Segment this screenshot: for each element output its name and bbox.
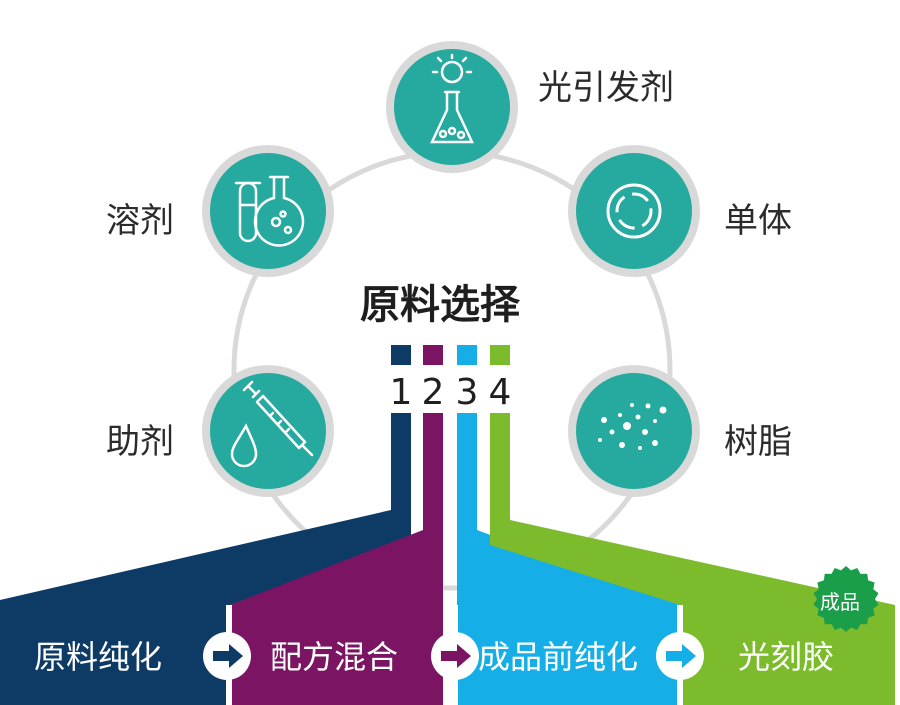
arrow-icon-1 bbox=[203, 632, 251, 680]
stream-4 bbox=[490, 345, 895, 705]
material-label-additive: 助剂 bbox=[106, 422, 174, 462]
material-label-resin: 树脂 bbox=[724, 422, 792, 462]
stage-label-purification: 原料纯化 bbox=[34, 638, 163, 676]
number-gap bbox=[380, 365, 520, 413]
stream-1 bbox=[0, 345, 411, 705]
node-additive bbox=[202, 365, 334, 497]
material-label-photoinitiator: 光引发剂 bbox=[538, 68, 674, 108]
diagram-title: 原料选择 bbox=[360, 282, 520, 328]
stream-2 bbox=[230, 345, 443, 705]
stage-label-mixing: 配方混合 bbox=[270, 638, 399, 676]
test-tube-flask-icon bbox=[234, 175, 305, 247]
stage-label-final-purification: 成品前纯化 bbox=[478, 638, 639, 676]
number-3: 3 bbox=[455, 372, 479, 413]
stream-3 bbox=[457, 345, 680, 705]
number-bar-4 bbox=[490, 345, 510, 365]
particles-icon bbox=[598, 403, 667, 450]
number-2: 2 bbox=[421, 372, 445, 413]
syringe-drop-icon bbox=[230, 380, 314, 468]
node-resin bbox=[568, 365, 700, 497]
number-bar-2 bbox=[423, 345, 443, 365]
material-label-monomer: 单体 bbox=[724, 201, 792, 241]
number-bar-1 bbox=[391, 345, 411, 365]
material-label-solvent: 溶剂 bbox=[106, 201, 174, 241]
stage-block-1 bbox=[0, 605, 230, 705]
node-monomer bbox=[568, 145, 700, 277]
number-bar-3 bbox=[457, 345, 477, 365]
node-photoinitiator bbox=[386, 41, 518, 173]
number-1: 1 bbox=[389, 372, 413, 413]
node-solvent bbox=[202, 145, 334, 277]
badge-seal-icon bbox=[813, 566, 879, 632]
arrow-icon-2 bbox=[431, 632, 479, 680]
stage-label-photoresist: 光刻胶 bbox=[738, 638, 835, 676]
ring-icon bbox=[606, 183, 662, 239]
finished-product-badge: 成品 bbox=[820, 590, 860, 614]
arrow-icon-3 bbox=[656, 632, 704, 680]
number-4: 4 bbox=[488, 372, 512, 413]
flask-sun-icon bbox=[430, 53, 474, 144]
